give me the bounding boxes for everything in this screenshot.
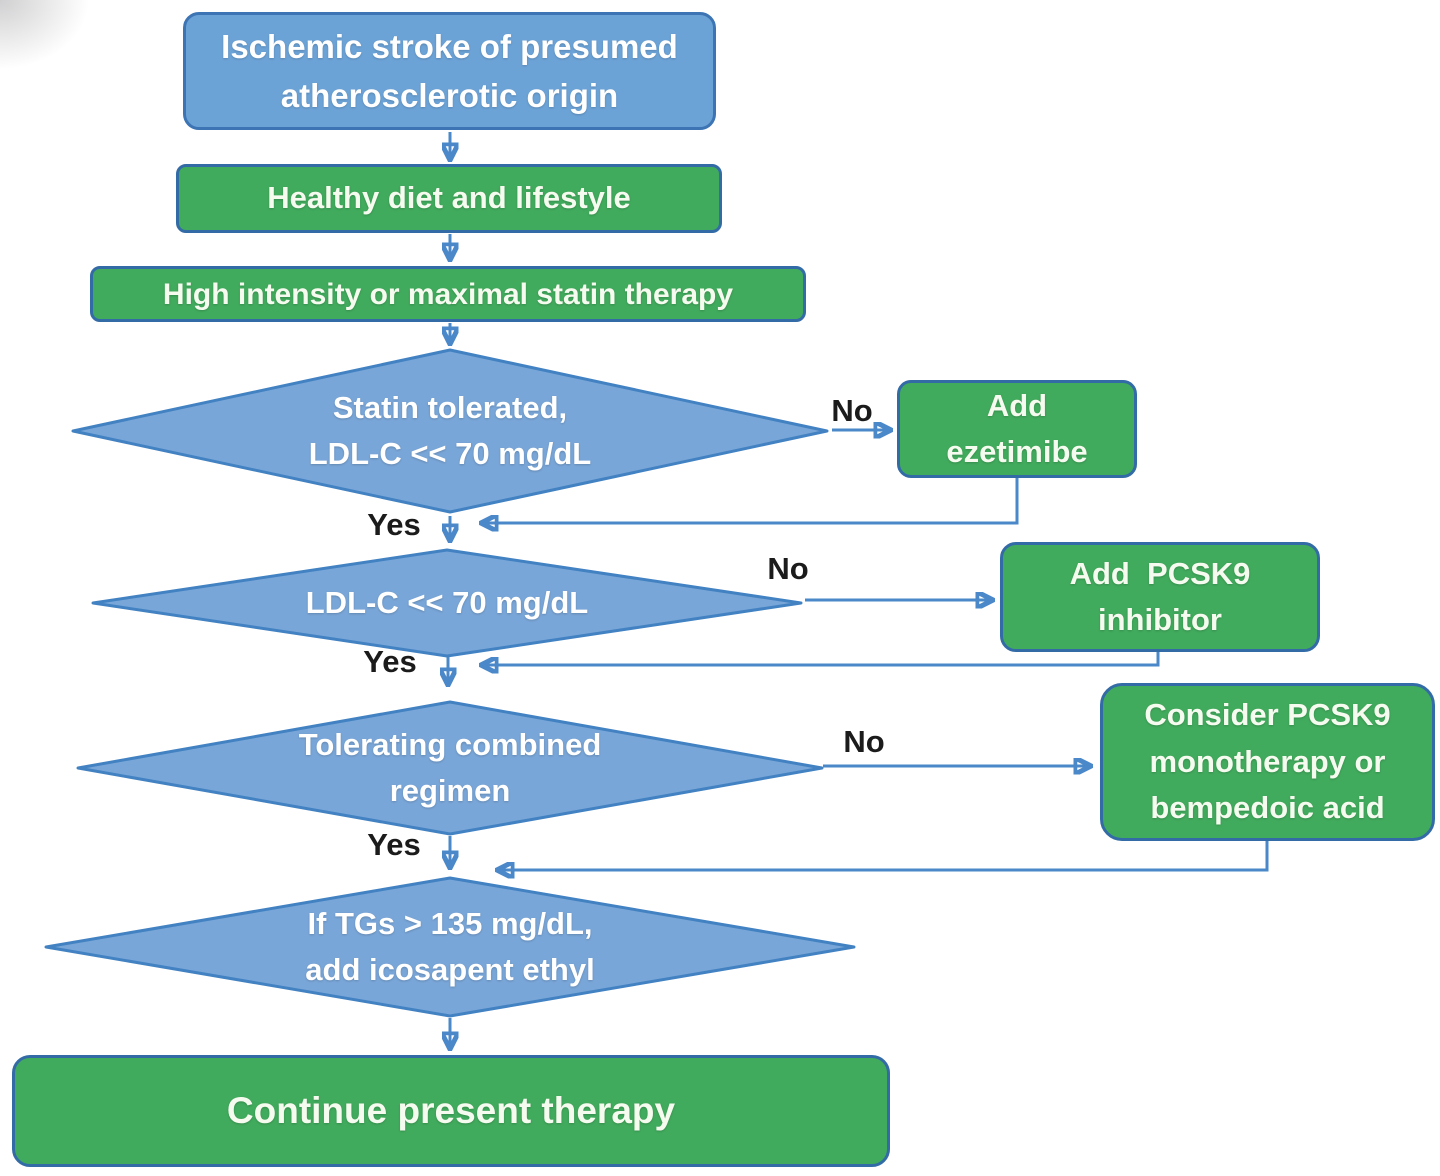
node-line: atherosclerotic origin xyxy=(280,77,619,114)
decision-diamond-shape xyxy=(44,876,856,1018)
decision-ldl-target: LDL-C << 70 mg/dL xyxy=(90,547,804,659)
node-line: LDL-C << 70 mg/dL xyxy=(308,436,592,471)
node-line: add icosapent ethyl xyxy=(305,952,595,987)
branch-label-no-3: No xyxy=(843,724,885,759)
edge-consider-return xyxy=(500,841,1269,870)
decision-tolerating-regimen: Tolerating combined regimen xyxy=(75,699,825,837)
node-ischemic-stroke: Ischemic stroke of presumed atherosclero… xyxy=(183,12,716,130)
node-line: Ischemic stroke of presumed xyxy=(221,27,678,65)
node-label: Add ezetimibe xyxy=(946,383,1087,476)
node-line: monotherapy or xyxy=(1149,743,1386,779)
node-line: Statin tolerated, xyxy=(332,389,568,425)
decision-diamond-shape xyxy=(91,548,803,658)
node-line: LDL-C << 70 mg/dL xyxy=(305,584,589,620)
decision-diamond-shape xyxy=(71,348,829,514)
node-label: Statin tolerated, LDL-C << 70 mg/dL xyxy=(309,385,591,478)
node-label: Tolerating combined regimen xyxy=(299,722,602,815)
node-line: If TGs > 135 mg/dL, xyxy=(307,905,593,941)
node-line: ezetimibe xyxy=(946,434,1088,469)
decision-diamond-shape xyxy=(76,700,824,836)
branch-label-yes-2: Yes xyxy=(363,644,417,679)
node-statin-therapy: High intensity or maximal statin therapy xyxy=(90,266,806,322)
node-line: Consider PCSK9 xyxy=(1144,697,1391,733)
node-continue-therapy: Continue present therapy xyxy=(12,1055,890,1167)
node-line: Add PCSK9 xyxy=(1069,555,1251,591)
node-add-ezetimibe: Add ezetimibe xyxy=(897,380,1137,478)
branch-label-no-2: No xyxy=(767,551,809,586)
node-line: High intensity or maximal statin therapy xyxy=(162,277,734,311)
node-label: Consider PCSK9 monotherapy or bempedoic … xyxy=(1144,692,1390,832)
node-label: Healthy diet and lifestyle xyxy=(267,175,631,222)
node-label: Add PCSK9 inhibitor xyxy=(1070,551,1251,644)
branch-label-no-1: No xyxy=(831,393,873,428)
node-line: Healthy diet and lifestyle xyxy=(267,180,631,216)
node-consider-pcsk9-monotherapy: Consider PCSK9 monotherapy or bempedoic … xyxy=(1100,683,1435,841)
edge-ezetimibe-return xyxy=(484,478,1019,523)
node-line: inhibitor xyxy=(1098,602,1222,637)
decision-statin-tolerated: Statin tolerated, LDL-C << 70 mg/dL xyxy=(70,347,830,515)
edge-pcsk9-return xyxy=(484,652,1160,665)
branch-label-yes-3: Yes xyxy=(367,827,421,862)
node-add-pcsk9-inhibitor: Add PCSK9 inhibitor xyxy=(1000,542,1320,652)
node-line: Add xyxy=(986,387,1048,423)
node-label: Ischemic stroke of presumed atherosclero… xyxy=(221,22,678,121)
node-line: bempedoic acid xyxy=(1150,790,1385,826)
node-label: If TGs > 135 mg/dL, add icosapent ethyl xyxy=(305,901,594,994)
node-label: High intensity or maximal statin therapy xyxy=(163,272,733,317)
decision-triglycerides: If TGs > 135 mg/dL, add icosapent ethyl xyxy=(43,875,857,1019)
node-label: LDL-C << 70 mg/dL xyxy=(306,580,588,627)
node-label: Continue present therapy xyxy=(227,1083,675,1139)
node-healthy-diet: Healthy diet and lifestyle xyxy=(176,164,722,233)
branch-label-yes-1: Yes xyxy=(367,507,421,542)
node-line: Tolerating combined xyxy=(298,726,602,762)
node-line: Continue present therapy xyxy=(226,1090,676,1132)
node-line: regimen xyxy=(389,773,511,808)
